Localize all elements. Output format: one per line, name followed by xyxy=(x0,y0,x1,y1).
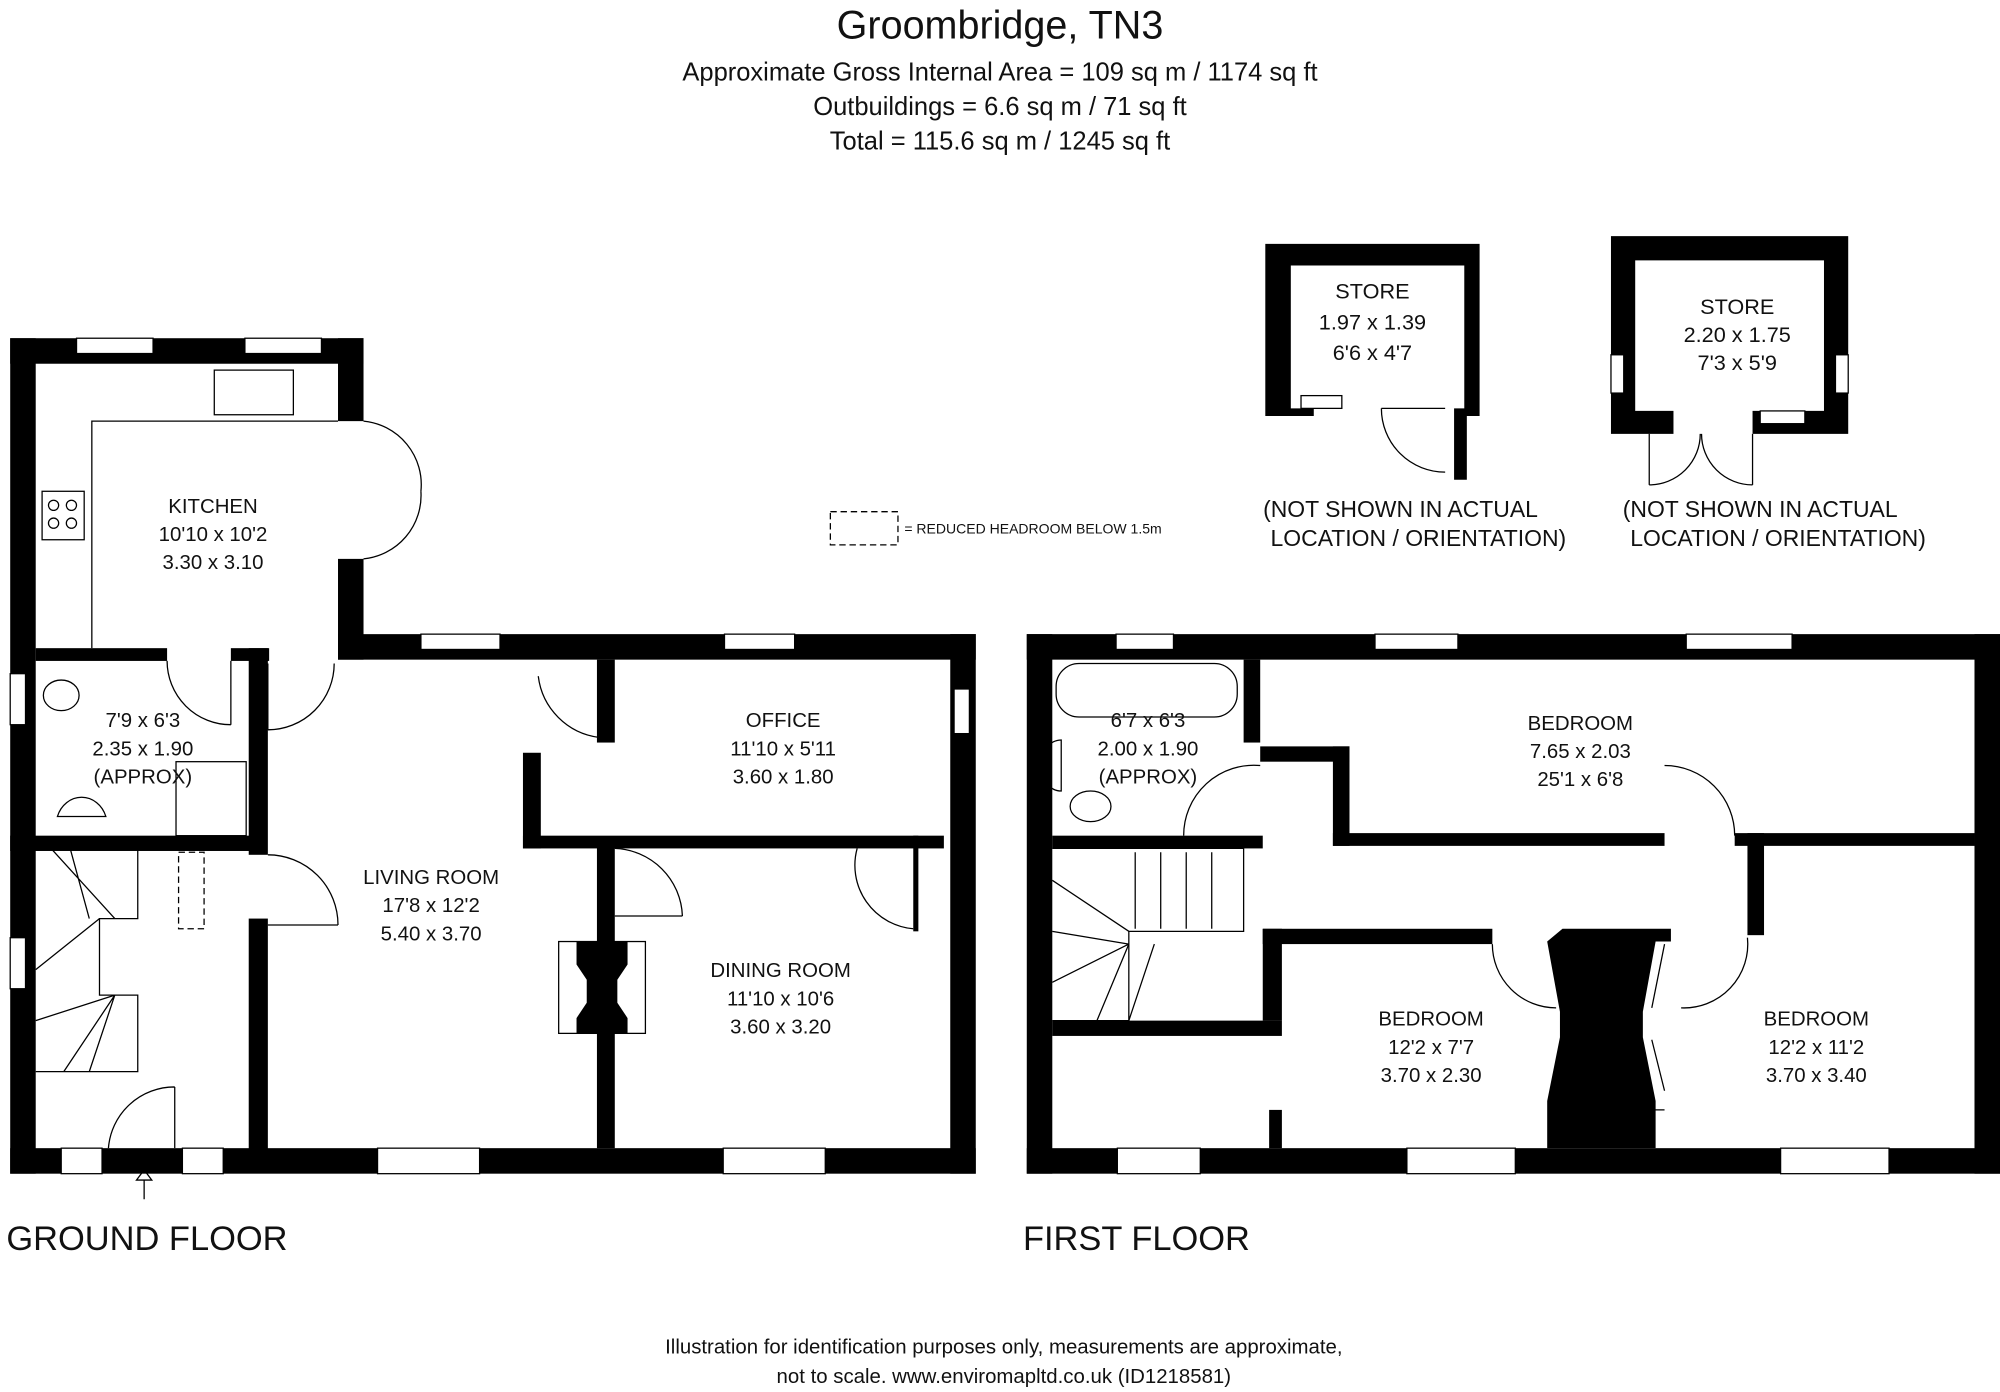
bedroom1-metric: 7.65 x 2.03 xyxy=(1530,741,1631,763)
bedroom3-name: BEDROOM xyxy=(1764,1009,1869,1031)
reduced-headroom-swatch xyxy=(829,511,899,546)
bathroom-note: (APPROX) xyxy=(1099,766,1198,788)
bedroom2-name: BEDROOM xyxy=(1378,1009,1483,1031)
bedroom1-name: BEDROOM xyxy=(1528,713,1633,735)
store-1-imperial: 6'6 x 4'7 xyxy=(1333,340,1412,365)
store-2-name: STORE xyxy=(1700,294,1774,319)
first-floor: FIRST FLOOR 6'7 x 6'3 2.00 x 1.90 (APPRO… xyxy=(1023,633,2000,1258)
living-metric: 5.40 x 3.70 xyxy=(381,923,482,945)
ground-floor: GROUND FLOOR KITCHEN 10'10 x 10'2 3.30 x… xyxy=(6,337,976,1258)
store-2-imperial: 7'3 x 5'9 xyxy=(1698,350,1777,375)
title: Groombridge, TN3 xyxy=(837,3,1164,47)
footer-line2: not to scale. www.enviromapltd.co.uk (ID… xyxy=(777,1366,1232,1388)
store-1-name: STORE xyxy=(1335,279,1409,304)
shower-metric: 2.35 x 1.90 xyxy=(92,738,193,760)
bedroom2-imperial: 12'2 x 7'7 xyxy=(1388,1037,1474,1059)
footer-line1: Illustration for identification purposes… xyxy=(665,1337,1342,1359)
store-2-note2: LOCATION / ORIENTATION) xyxy=(1630,525,1926,551)
header: Groombridge, TN3 Approximate Gross Inter… xyxy=(682,3,1317,155)
kitchen-name: KITCHEN xyxy=(168,496,258,518)
gross-area: Approximate Gross Internal Area = 109 sq… xyxy=(682,59,1317,87)
ground-floor-label: GROUND FLOOR xyxy=(6,1220,287,1258)
total-area: Total = 115.6 sq m / 1245 sq ft xyxy=(830,127,1170,155)
legend: = REDUCED HEADROOM BELOW 1.5m xyxy=(829,511,1162,546)
kitchen-metric: 3.30 x 3.10 xyxy=(163,552,264,574)
office-imperial: 11'10 x 5'11 xyxy=(730,738,836,760)
bedroom1-imperial: 25'1 x 6'8 xyxy=(1537,769,1623,791)
bathroom-metric: 2.00 x 1.90 xyxy=(1098,738,1199,760)
legend-label: = REDUCED HEADROOM BELOW 1.5m xyxy=(904,520,1161,536)
kitchen-imperial: 10'10 x 10'2 xyxy=(159,524,268,546)
bedroom2-metric: 3.70 x 2.30 xyxy=(1381,1065,1482,1087)
dining-imperial: 11'10 x 10'6 xyxy=(727,988,834,1010)
living-imperial: 17'8 x 12'2 xyxy=(382,895,479,917)
dining-metric: 3.60 x 3.20 xyxy=(730,1016,831,1038)
store-1-note2: LOCATION / ORIENTATION) xyxy=(1271,525,1567,551)
shower-note: (APPROX) xyxy=(94,766,193,788)
store-1-note1: (NOT SHOWN IN ACTUAL xyxy=(1263,496,1538,522)
dining-name: DINING ROOM xyxy=(710,960,850,982)
living-name: LIVING ROOM xyxy=(363,867,499,889)
first-floor-label: FIRST FLOOR xyxy=(1023,1220,1250,1258)
office-name: OFFICE xyxy=(746,710,821,732)
bathroom-imperial: 6'7 x 6'3 xyxy=(1111,710,1186,732)
store-2-note1: (NOT SHOWN IN ACTUAL xyxy=(1623,496,1898,522)
store-2-metric: 2.20 x 1.75 xyxy=(1684,322,1791,347)
outbuildings-area: Outbuildings = 6.6 sq m / 71 sq ft xyxy=(813,93,1187,121)
store-2: STORE 2.20 x 1.75 7'3 x 5'9 (NOT SHOWN I… xyxy=(1610,236,1926,551)
bedroom3-metric: 3.70 x 3.40 xyxy=(1766,1065,1867,1087)
shower-imperial: 7'9 x 6'3 xyxy=(106,710,181,732)
store-1: STORE 1.97 x 1.39 6'6 x 4'7 (NOT SHOWN I… xyxy=(1263,243,1567,551)
office-metric: 3.60 x 1.80 xyxy=(733,766,834,788)
bedroom3-imperial: 12'2 x 11'2 xyxy=(1768,1037,1864,1059)
store-1-metric: 1.97 x 1.39 xyxy=(1319,309,1426,334)
